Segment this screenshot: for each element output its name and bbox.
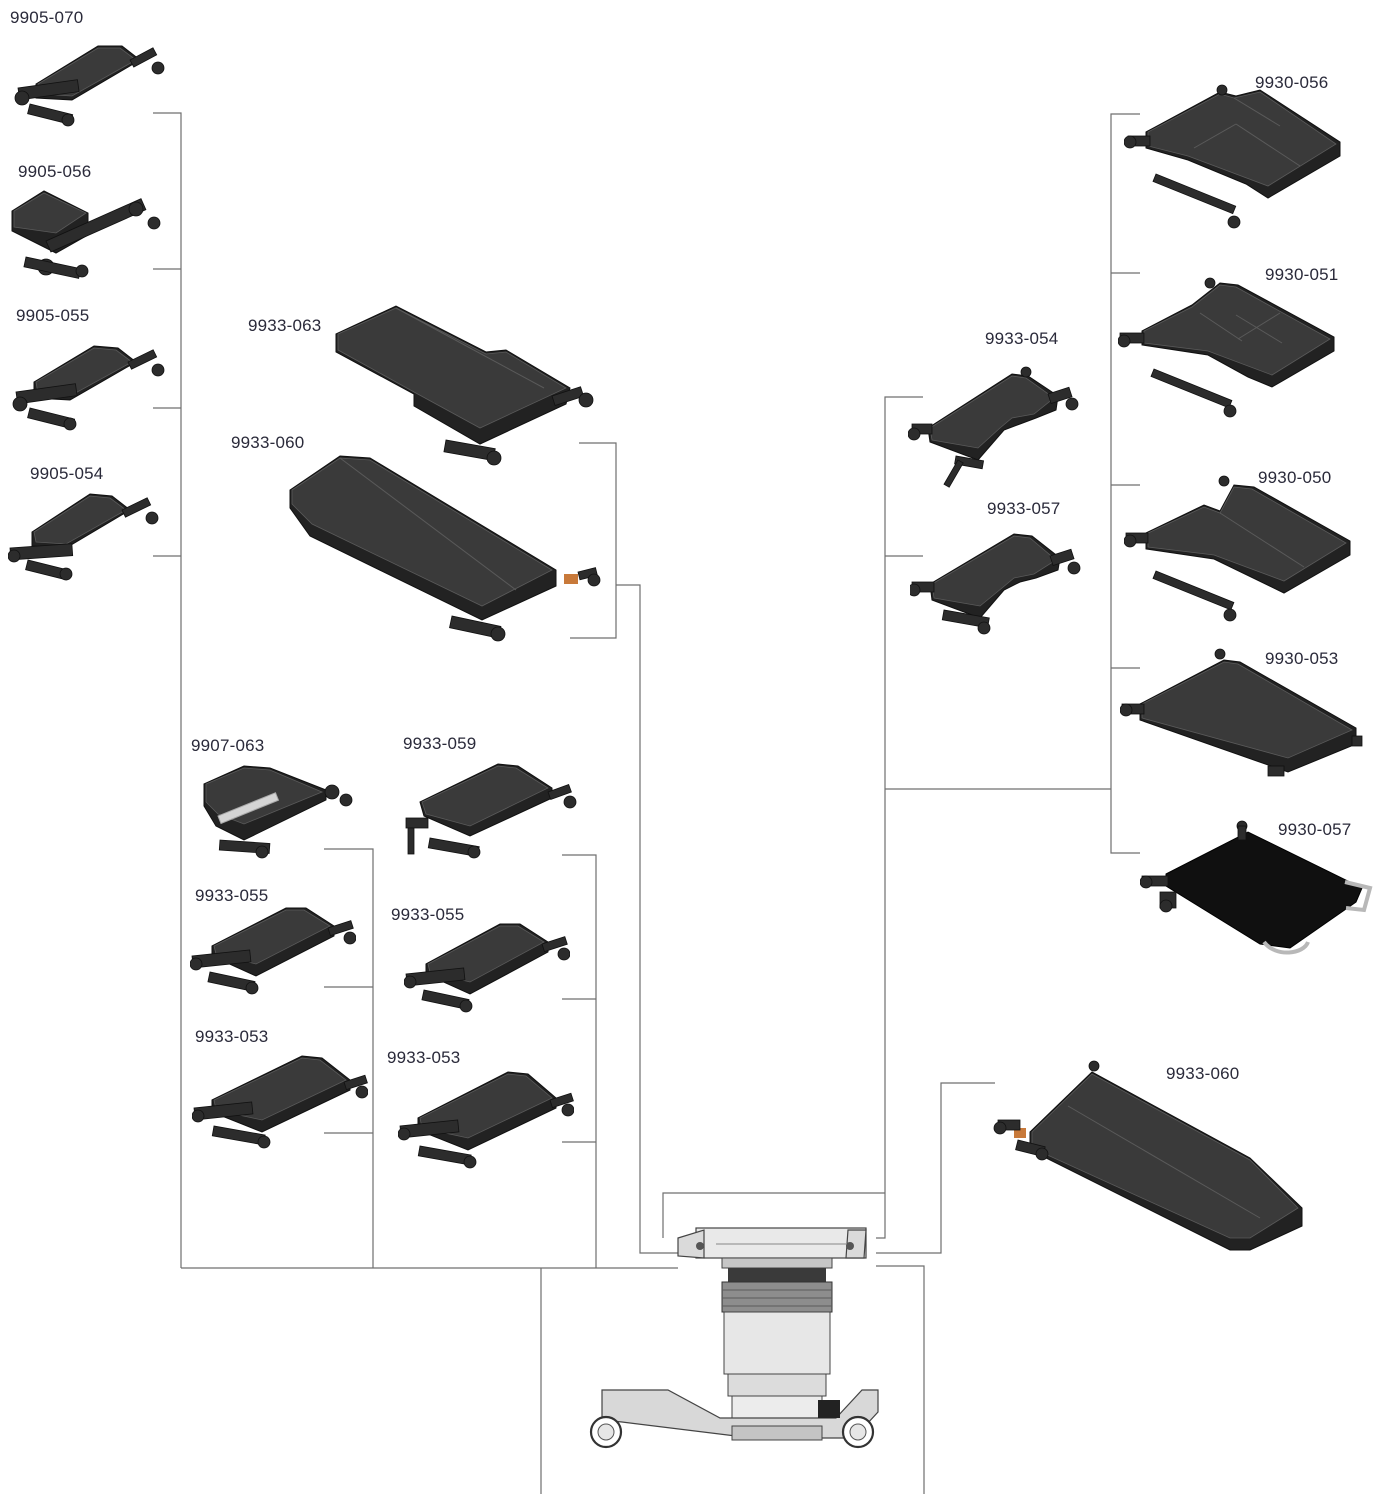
pad-9930-053[interactable] — [1120, 648, 1364, 798]
pad-9930-056[interactable] — [1124, 82, 1368, 232]
label-9933-060-right: 9933-060 — [1166, 1064, 1240, 1083]
label-9907-063: 9907-063 — [191, 736, 265, 755]
label-9933-053-right: 9933-053 — [387, 1048, 461, 1067]
pad-9933-060-left[interactable] — [286, 450, 606, 646]
label-9933-055-right: 9933-055 — [391, 905, 465, 924]
label-9905-055: 9905-055 — [16, 306, 90, 325]
label-9933-057: 9933-057 — [987, 499, 1061, 518]
label-9930-051: 9930-051 — [1265, 265, 1339, 284]
label-9905-054: 9905-054 — [30, 464, 104, 483]
pad-9905-055[interactable] — [12, 340, 170, 436]
label-9930-053: 9930-053 — [1265, 649, 1339, 668]
label-9933-054: 9933-054 — [985, 329, 1059, 348]
label-9930-056: 9930-056 — [1255, 73, 1329, 92]
label-9905-070: 9905-070 — [10, 8, 84, 27]
pad-9933-060-right[interactable] — [990, 1058, 1308, 1258]
pad-9933-059[interactable] — [404, 758, 578, 860]
pad-9930-057[interactable] — [1140, 818, 1376, 958]
label-9933-053-left: 9933-053 — [195, 1027, 269, 1046]
pad-9907-063[interactable] — [196, 760, 356, 860]
operating-table-base[interactable] — [582, 1224, 882, 1464]
pad-9905-054[interactable] — [8, 490, 164, 586]
pad-9933-053-left[interactable] — [192, 1052, 368, 1152]
pad-9933-055-left[interactable] — [190, 902, 356, 998]
pad-9905-070[interactable] — [12, 38, 170, 134]
label-9930-057: 9930-057 — [1278, 820, 1352, 839]
pad-9905-056[interactable] — [6, 187, 164, 287]
label-9933-055-left: 9933-055 — [195, 886, 269, 905]
pad-9933-053-right[interactable] — [398, 1068, 574, 1172]
pad-9933-057[interactable] — [910, 530, 1086, 642]
label-9933-059: 9933-059 — [403, 734, 477, 753]
pad-9933-063[interactable] — [330, 300, 598, 468]
label-9933-063: 9933-063 — [248, 316, 322, 335]
pad-9933-055-right[interactable] — [404, 920, 570, 1016]
label-9933-060-left: 9933-060 — [231, 433, 305, 452]
pad-9930-051[interactable] — [1118, 275, 1358, 425]
label-9905-056: 9905-056 — [18, 162, 92, 181]
pad-9930-050[interactable] — [1124, 475, 1368, 625]
pad-9933-054[interactable] — [908, 364, 1084, 494]
label-9930-050: 9930-050 — [1258, 468, 1332, 487]
